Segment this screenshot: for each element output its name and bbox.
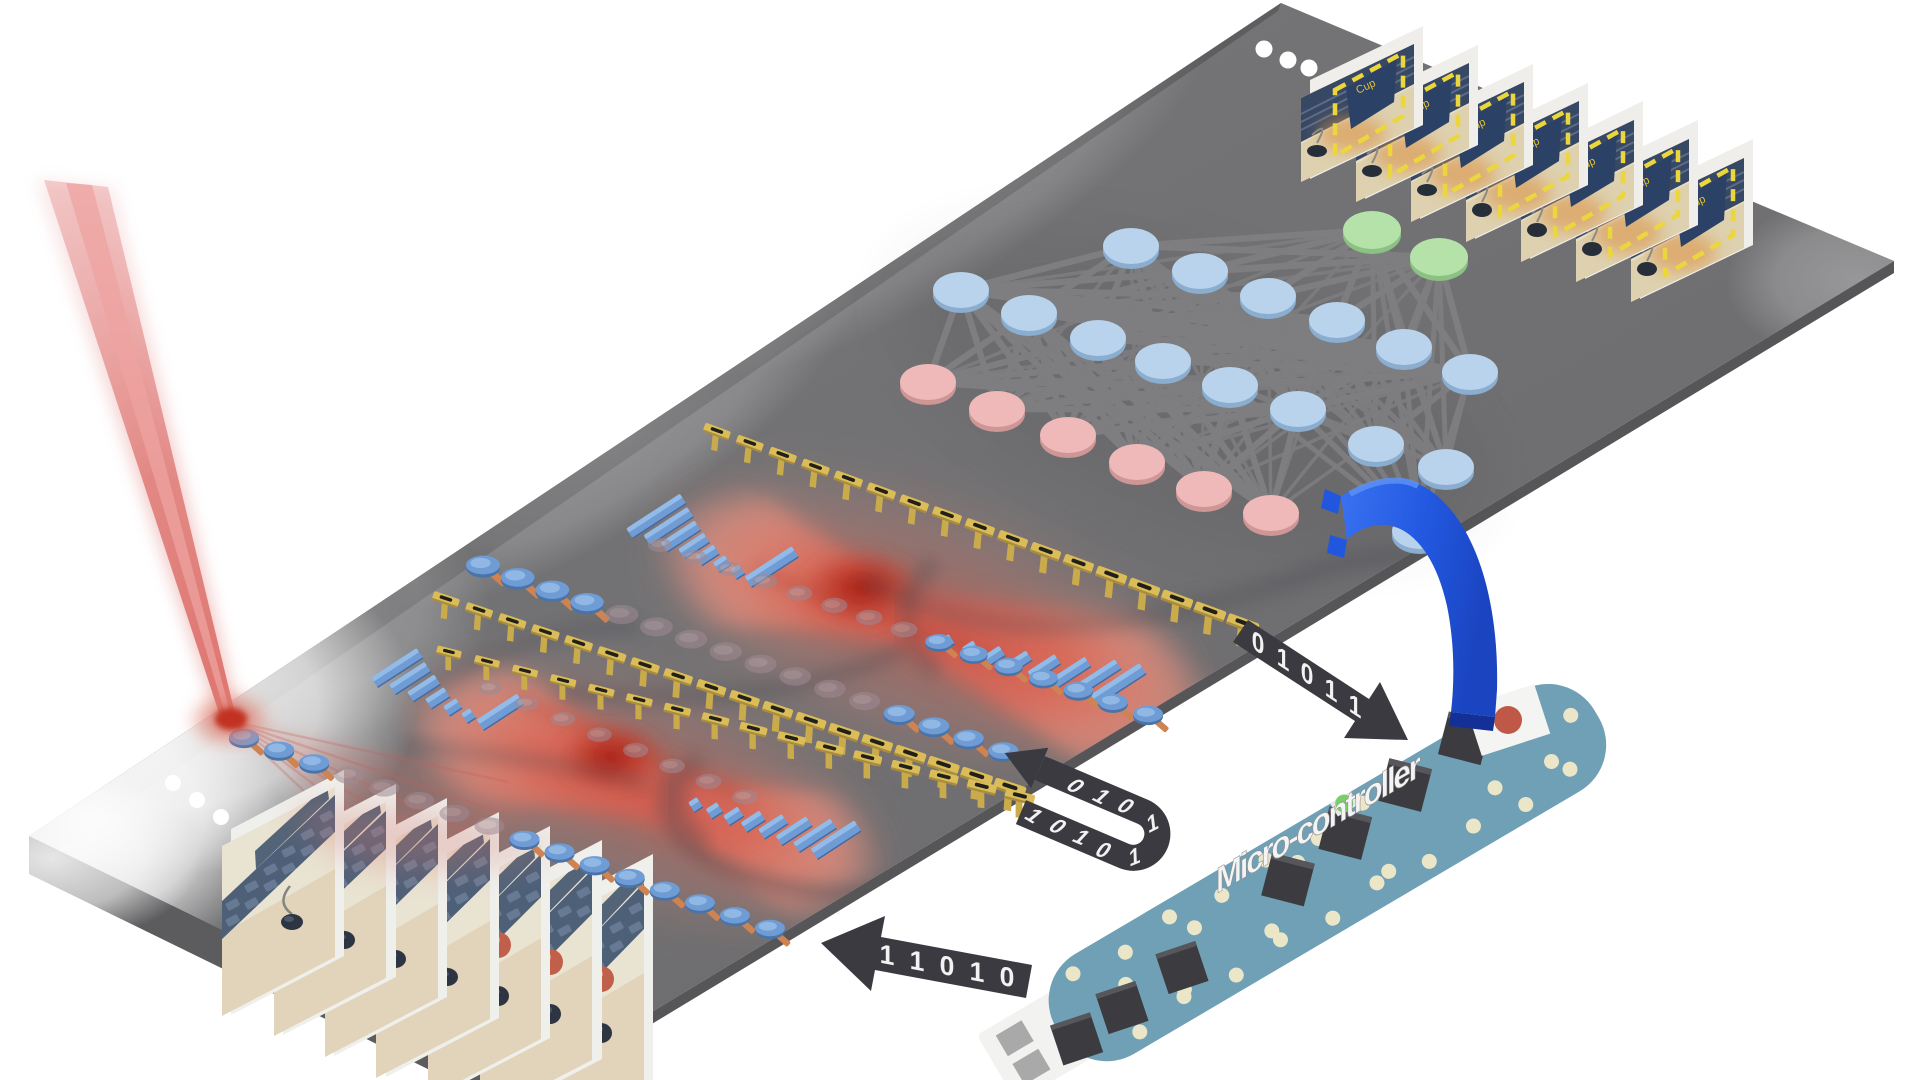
svg-text:0: 0: [940, 950, 955, 983]
svg-text:1: 1: [970, 956, 985, 989]
svg-text:1: 1: [1129, 841, 1141, 872]
svg-text:1: 1: [1349, 687, 1362, 725]
svg-text:1: 1: [880, 939, 895, 972]
svg-text:1: 1: [1277, 640, 1290, 678]
svg-text:0: 0: [1252, 624, 1265, 662]
svg-text:1: 1: [910, 945, 925, 978]
svg-text:1: 1: [1146, 806, 1160, 838]
svg-text:0: 0: [1301, 655, 1314, 693]
svg-text:0: 0: [1000, 961, 1015, 994]
svg-text:1: 1: [1325, 671, 1338, 709]
